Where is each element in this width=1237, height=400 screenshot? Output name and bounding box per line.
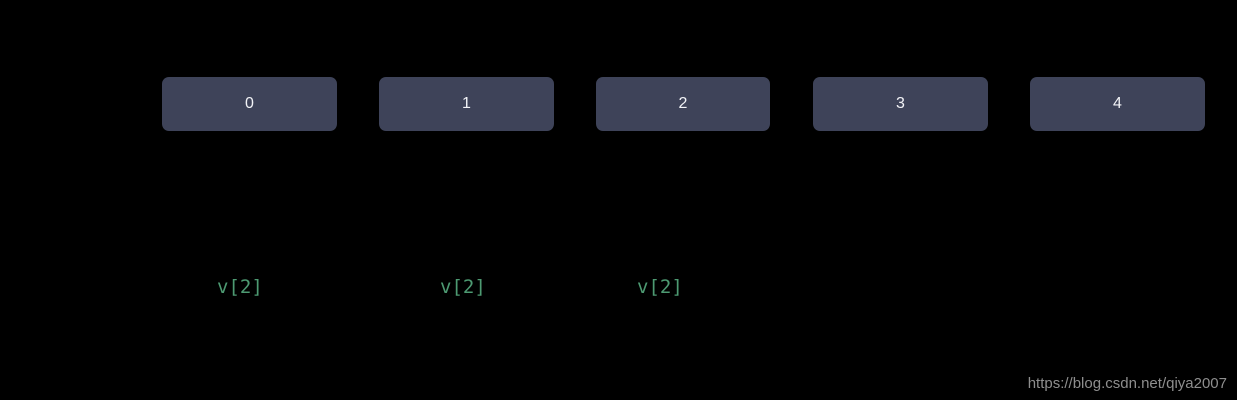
array-cell-3[interactable]: 3 (813, 77, 988, 131)
array-cell-2[interactable]: 2 (596, 77, 770, 131)
array-cell-label: 4 (1112, 95, 1123, 112)
array-cell-label: 1 (461, 95, 472, 112)
array-cell-1[interactable]: 1 (379, 77, 554, 131)
array-cell-4[interactable]: 4 (1030, 77, 1205, 131)
array-cell-row: 0 1 2 3 4 (0, 77, 1237, 131)
array-cell-label: 2 (678, 95, 688, 112)
pointer-label-3: v[2] (637, 276, 683, 298)
watermark: https://blog.csdn.net/qiya2007 (1027, 375, 1227, 392)
array-cell-0[interactable]: 0 (162, 77, 337, 131)
pointer-label-row: v[2] v[2] v[2] (0, 274, 1237, 300)
pointer-label-2: v[2] (440, 276, 486, 298)
array-cell-label: 3 (895, 95, 906, 112)
pointer-label-1: v[2] (217, 276, 263, 298)
array-cell-label: 0 (244, 95, 255, 112)
